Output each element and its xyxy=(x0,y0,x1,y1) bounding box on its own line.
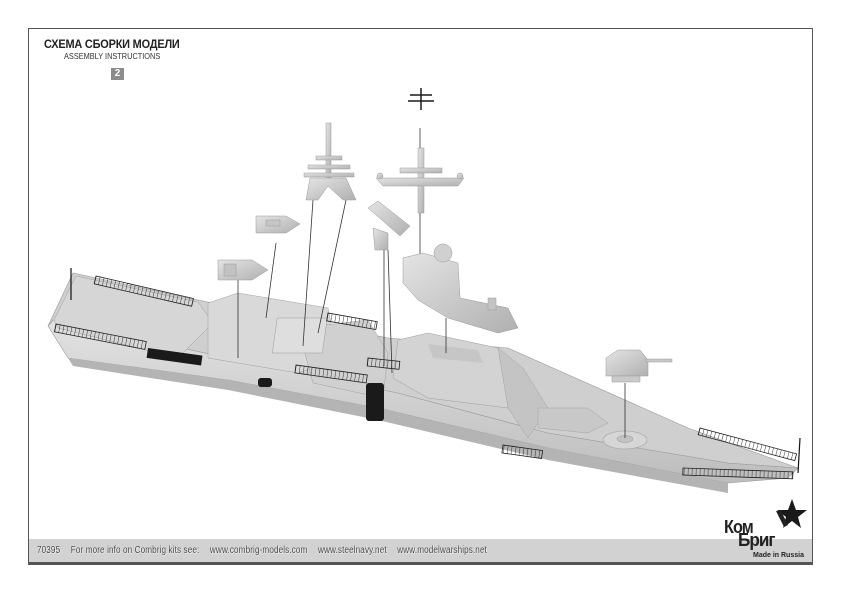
logo-line2: Бриг xyxy=(738,530,776,550)
part-foremast xyxy=(303,122,357,201)
part-mainmast xyxy=(375,147,465,214)
combrig-logo: Ком Бриг Made in Russia xyxy=(722,497,812,564)
link-modelwarships[interactable]: www.modelwarships.net xyxy=(397,545,487,556)
part-mainmast-top xyxy=(408,88,434,110)
star-icon xyxy=(776,499,807,528)
kit-number: 70395 xyxy=(37,545,61,556)
deck-railings xyxy=(54,268,801,480)
logo-tagline: Made in Russia xyxy=(753,552,804,559)
page-title-ru: СХЕМА СБОРКИ МОДЕЛИ xyxy=(44,39,180,51)
step-number-badge: 2 xyxy=(111,68,124,80)
footer-info-text: For more info on Combrig kits see: xyxy=(70,545,200,556)
footer-text: 70395 For more info on Combrig kits see:… xyxy=(37,545,495,556)
part-launcher-unit xyxy=(367,200,411,251)
logo-line1: Ком xyxy=(724,517,754,537)
page-title-en: ASSEMBLY INSTRUCTIONS xyxy=(64,52,161,61)
link-steelnavy[interactable]: www.steelnavy.net xyxy=(318,545,387,556)
footer-band: 70395 For more info on Combrig kits see:… xyxy=(29,539,812,564)
ship-hull xyxy=(47,272,799,493)
link-combrig[interactable]: www.combrig-models.com xyxy=(209,545,308,556)
part-radar-superstructure xyxy=(402,243,519,334)
part-rigid-boat-lower xyxy=(217,259,269,281)
assembly-drawing xyxy=(47,88,801,493)
part-rigid-boat-upper xyxy=(255,215,301,234)
part-gun-turret xyxy=(605,349,673,383)
